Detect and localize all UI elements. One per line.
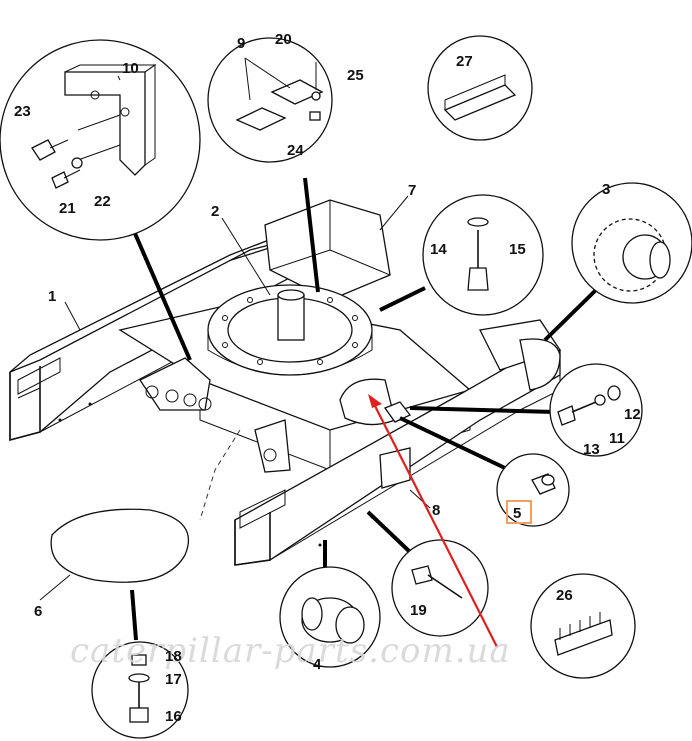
detail-bubble-14-15 [422, 194, 544, 316]
part-label-16[interactable]: 16 [165, 708, 182, 725]
part-label-19[interactable]: 19 [410, 602, 427, 619]
part-label-2[interactable]: 2 [211, 203, 219, 220]
leader-line-bubble-18 [130, 589, 138, 641]
plate-9a [235, 107, 287, 131]
part-label-22[interactable]: 22 [94, 193, 111, 210]
part-label-14[interactable]: 14 [430, 241, 447, 258]
part-label-15[interactable]: 15 [509, 241, 526, 258]
detail-bubble-26 [530, 573, 636, 679]
washer-22 [71, 157, 83, 169]
part-label-8[interactable]: 8 [432, 502, 440, 519]
part-label-25[interactable]: 25 [347, 67, 364, 84]
part-label-3[interactable]: 3 [602, 181, 610, 198]
highlight-box-5 [506, 500, 532, 524]
leader-line-bubble-3 [543, 286, 600, 342]
part-label-21[interactable]: 21 [59, 200, 76, 217]
part-label-13[interactable]: 13 [583, 441, 600, 458]
part-label-7[interactable]: 7 [408, 182, 416, 199]
part-label-12[interactable]: 12 [624, 406, 641, 423]
bolt-23 [31, 139, 69, 161]
detail-bubble-roller [279, 566, 381, 668]
part-label-26[interactable]: 26 [556, 587, 573, 604]
leader-line-bubble-9 [303, 177, 320, 293]
washer-25 [311, 91, 321, 101]
plate-9b [270, 79, 324, 105]
main-frame-assembly [9, 199, 562, 566]
leader-line-bubble-5 [399, 416, 506, 470]
leader-line-bubble-10 [128, 221, 192, 361]
label-leaders [64, 57, 431, 509]
part-label-27[interactable]: 27 [456, 53, 473, 70]
detail-bubble-27 [427, 35, 533, 141]
detail-bubble-sprocket [571, 182, 692, 304]
leader-line-bubble-19 [366, 510, 412, 554]
detail-bubble-19 [391, 539, 489, 637]
part-label-24[interactable]: 24 [287, 142, 304, 159]
part-label-18[interactable]: 18 [165, 648, 182, 665]
cover-plate-6 [39, 508, 190, 601]
nut-24 [309, 111, 321, 121]
watermark: caterpillar-parts.com.ua [70, 631, 511, 671]
detail-bubble-bracket [0, 39, 201, 241]
part-label-6[interactable]: 6 [34, 603, 42, 620]
highlight-arrow [368, 394, 498, 648]
part-label-11[interactable]: 11 [609, 430, 625, 447]
part-label-23[interactable]: 23 [14, 103, 31, 120]
part-label-5[interactable]: 5 [513, 505, 521, 522]
detail-bubble-11-13 [549, 363, 643, 457]
part-label-1[interactable]: 1 [48, 288, 56, 305]
part-label-10[interactable]: 10 [122, 60, 139, 77]
part-label-20[interactable]: 20 [275, 31, 292, 48]
part-label-9[interactable]: 9 [237, 35, 245, 52]
leader-line-bubble-13 [409, 406, 556, 414]
bolt-21 [51, 169, 81, 189]
detail-bubble-5 [496, 453, 570, 527]
leader-line-bubble-14 [379, 286, 426, 312]
part-label-4[interactable]: 4 [313, 656, 322, 673]
detail-bubble-16-18 [91, 641, 189, 739]
part-label-17[interactable]: 17 [165, 671, 182, 688]
detail-bubble-plates [207, 37, 333, 163]
